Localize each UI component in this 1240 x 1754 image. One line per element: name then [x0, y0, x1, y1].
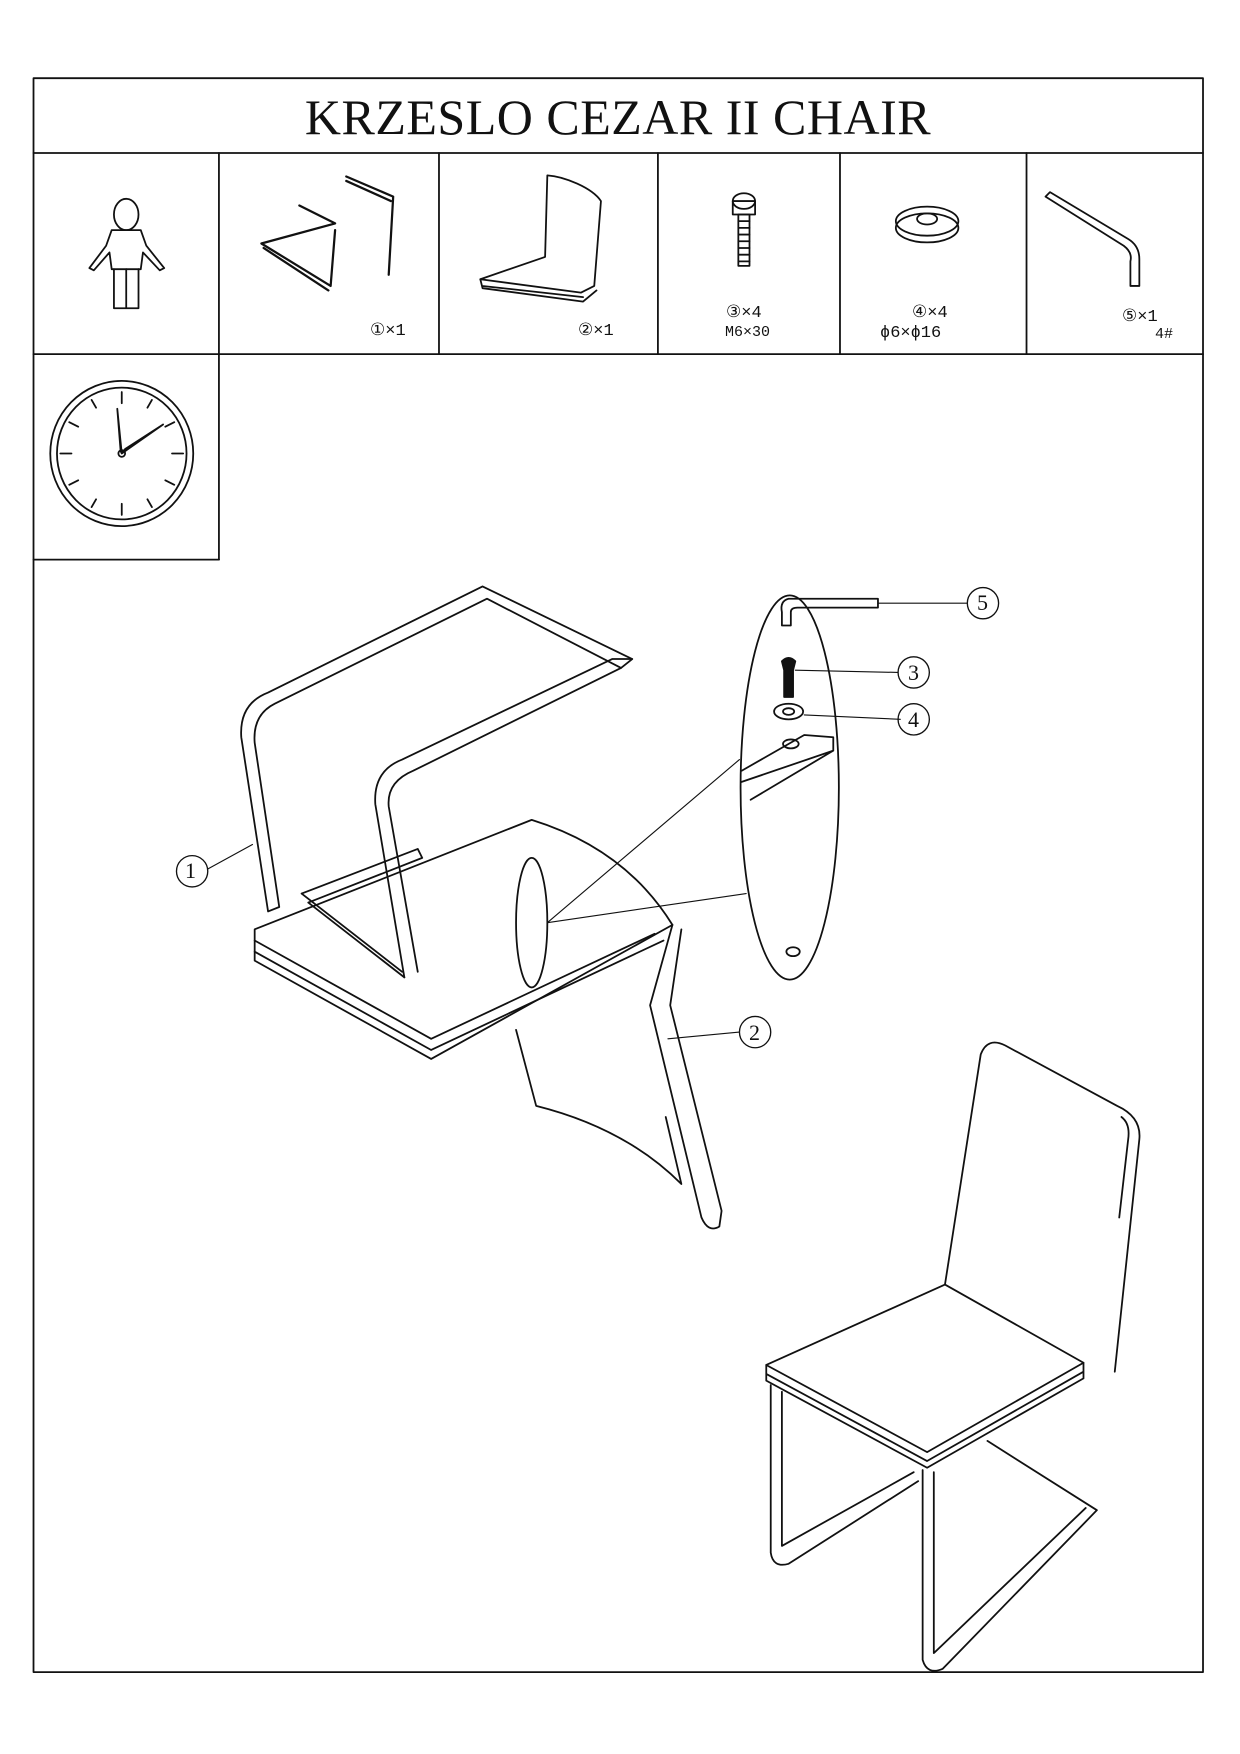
part-5-qty: ⑤×1 — [1122, 308, 1158, 327]
assembly-time-clock-icon — [49, 380, 195, 528]
part-2-qty: ②×1 — [578, 322, 614, 341]
part-5-spec: 4# — [1155, 326, 1174, 343]
callout-3: 3 — [908, 660, 919, 685]
bolt-part-icon — [731, 192, 756, 267]
hex-key-part-icon — [1044, 191, 1141, 287]
callout-1: 1 — [185, 858, 196, 883]
callout-4: 4 — [908, 707, 919, 732]
seat-part-icon — [479, 174, 602, 303]
detail-magnified-ellipse — [739, 594, 840, 981]
page-border — [32, 77, 1204, 1674]
frame-part-icon — [260, 175, 395, 292]
part-4-qty: ④×4 — [912, 304, 948, 323]
part-3-spec: M6×30 — [725, 324, 771, 341]
page-title: KRZESLO CEZAR II CHAIR — [304, 89, 932, 145]
callout-circles — [175, 586, 1000, 1049]
callout-2: 2 — [749, 1020, 760, 1045]
detail-marker-ellipse — [515, 856, 549, 989]
washer-part-icon — [894, 205, 960, 244]
detail-parts — [740, 597, 879, 958]
assembled-chair-drawing — [765, 1041, 1141, 1672]
callout-5: 5 — [977, 590, 988, 615]
part-4-spec: ϕ6×ϕ16 — [880, 324, 942, 343]
frame-exploded-drawing — [240, 585, 634, 979]
one-person-icon — [88, 197, 166, 310]
part-3-qty: ③×4 — [726, 304, 762, 323]
seat-exploded-drawing — [253, 818, 723, 1230]
part-1-qty: ①×1 — [370, 322, 406, 341]
